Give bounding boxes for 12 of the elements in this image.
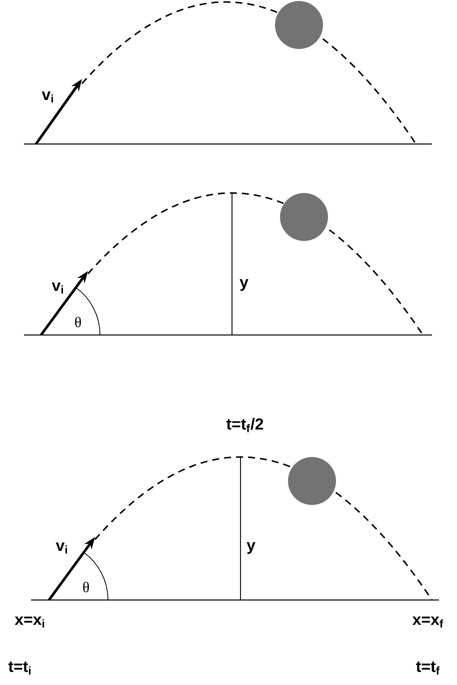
- height-label: y: [246, 542, 256, 554]
- velocity-label: v$_{i}$: [52, 282, 63, 294]
- time-label: t=t$_{i}$: [8, 662, 31, 675]
- position-label: x=x$_{i}$: [14, 616, 44, 628]
- velocity-label: v$_{i}$: [42, 91, 53, 103]
- velocity-label: v$_{i}$: [56, 542, 67, 554]
- angle-label: θ: [83, 582, 89, 592]
- time-label: t=t$_{f}$: [416, 662, 440, 675]
- position-label: x=x$_{f}$: [412, 616, 444, 628]
- angle-label: θ: [75, 316, 81, 328]
- height-label: y: [240, 279, 248, 291]
- time-label: t=t$_{f}$/2: [226, 418, 264, 432]
